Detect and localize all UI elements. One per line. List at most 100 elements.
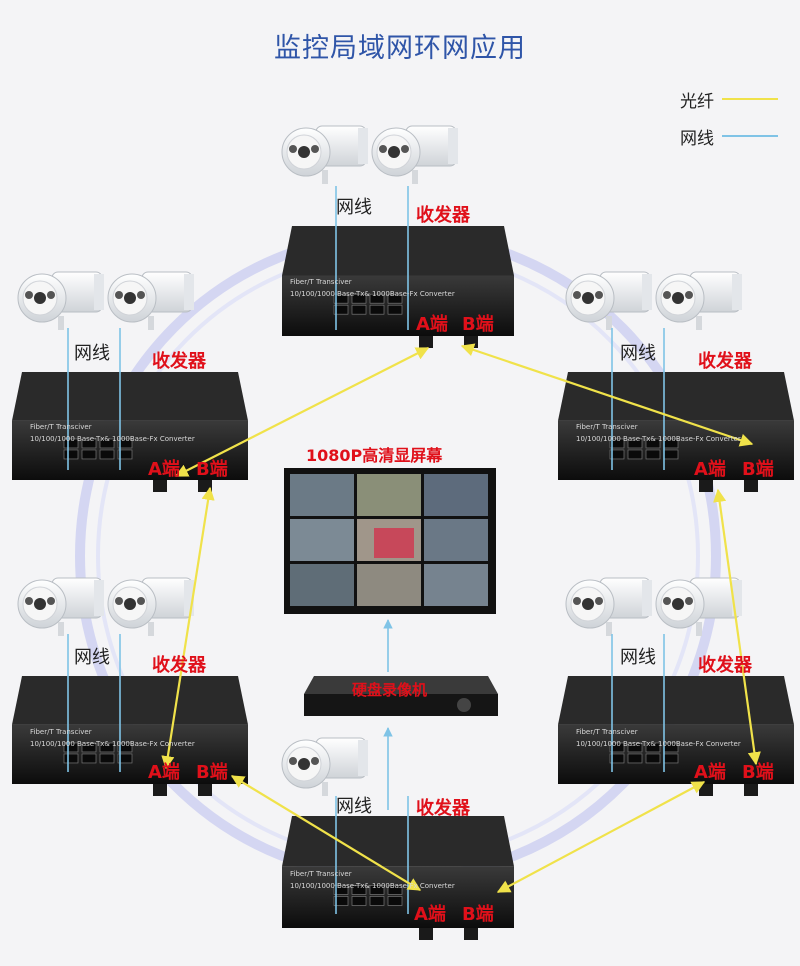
fiber-connector-a [153, 480, 167, 492]
camera-ir-left [663, 291, 671, 299]
rj45-port [117, 753, 133, 764]
nvr-front [304, 694, 498, 716]
camera-hood [94, 274, 104, 310]
camera-ir-left [289, 757, 297, 765]
camera-ir-left [573, 291, 581, 299]
camera-lens [582, 598, 594, 610]
fiber-right-upper-to-right-lower [713, 488, 761, 766]
port-b-label-left-lower: B端 [196, 762, 228, 783]
camera-lens [672, 292, 684, 304]
camera-mount [58, 316, 64, 330]
camera-ir-left [25, 291, 33, 299]
monitor-screen [284, 468, 496, 614]
camera-lens [34, 598, 46, 610]
camera-left-upper-1 [17, 271, 104, 330]
camera-ir-left [25, 597, 33, 605]
camera-left-lower-2 [107, 577, 194, 636]
video-tile [290, 564, 354, 606]
legend-cable-label: 网线 [680, 129, 714, 149]
device-top-spec: 10/100/1000 Base-Tx& 1000Base-Fx Convert… [290, 290, 455, 298]
camera-hood [448, 128, 458, 164]
camera-ir-right [311, 145, 319, 153]
camera-lens [124, 598, 136, 610]
nvr-label: 硬盘录像机 [352, 681, 428, 699]
device-bottom-brand: Fiber/T Transciver [290, 870, 352, 878]
camera-ir-left [115, 291, 123, 299]
camera-ir-right [685, 291, 693, 299]
port-a-label-left-lower: A端 [148, 762, 180, 783]
rj45-port [369, 896, 385, 906]
port-a-label-right-lower: A端 [694, 762, 726, 783]
rj45-port [81, 449, 97, 460]
video-tile [424, 474, 488, 516]
camera-mount [696, 622, 702, 636]
rj45-port [627, 449, 643, 460]
device-left-upper-brand: Fiber/T Transciver [30, 423, 92, 431]
fiber-connector-b [464, 336, 478, 348]
port-b-label-top: B端 [462, 314, 494, 335]
device-top-brand: Fiber/T Transciver [290, 278, 352, 286]
camera-right-lower-2 [655, 577, 742, 636]
camera-left-upper-2 [107, 271, 194, 330]
nvr-top [304, 676, 498, 694]
fiber-connector-a [419, 336, 433, 348]
camera-ir-right [311, 757, 319, 765]
rj45-port [117, 438, 133, 449]
device-left-lower-brand: Fiber/T Transciver [30, 728, 92, 736]
rj45-port [99, 449, 115, 460]
port-b-label-right-lower: B端 [742, 762, 774, 783]
port-b-label-left-upper: B端 [196, 459, 228, 480]
device-right-lower-spec: 10/100/1000 Base-Tx& 1000Base-Fx Convert… [576, 740, 741, 748]
video-tile [424, 519, 488, 561]
device-right-upper-spec: 10/100/1000 Base-Tx& 1000Base-Fx Convert… [576, 435, 741, 443]
wire-label-left-upper: 网线 [74, 343, 110, 364]
transceiver-label-top: 收发器 [416, 205, 470, 226]
fiber-connector-a [699, 784, 713, 796]
rj45-port [627, 742, 643, 753]
camera-hood [358, 740, 368, 776]
transceiver-top-face [558, 676, 794, 725]
video-tile [290, 474, 354, 516]
rj45-port [387, 293, 403, 304]
transceiver-top-face [558, 372, 794, 421]
transceiver-top-face [12, 676, 248, 725]
camera-mount [58, 622, 64, 636]
camera-hood [642, 580, 652, 616]
page-title: 监控局域网环网应用 [274, 33, 526, 64]
rj45-port [387, 304, 403, 315]
device-left-upper-spec: 10/100/1000 Base-Tx& 1000Base-Fx Convert… [30, 435, 195, 443]
rj45-port [387, 896, 403, 906]
camera-lens [582, 292, 594, 304]
nvr-device [304, 676, 498, 716]
camera-ir-right [595, 597, 603, 605]
camera-hood [94, 580, 104, 616]
camera-ir-left [573, 597, 581, 605]
port-a-label-top: A端 [416, 314, 448, 335]
transceiver-top-face [282, 226, 514, 276]
fiber-connector-b [744, 480, 758, 492]
rj45-port [99, 753, 115, 764]
camera-ir-right [595, 291, 603, 299]
fiber-connector-b [198, 784, 212, 796]
rj45-port [81, 438, 97, 449]
camera-ir-left [289, 145, 297, 153]
transceiver-label-left-upper: 收发器 [152, 351, 206, 372]
camera-mount [322, 782, 328, 796]
camera-hood [184, 274, 194, 310]
rj45-port [81, 753, 97, 764]
camera-ir-left [379, 145, 387, 153]
rj45-port [99, 742, 115, 753]
camera-ir-right [401, 145, 409, 153]
wire-label-right-lower: 网线 [620, 647, 656, 668]
camera-mount [606, 316, 612, 330]
camera-right-upper-2 [655, 271, 742, 330]
fiber-top-to-left-upper [174, 347, 430, 477]
rj45-port [645, 449, 661, 460]
rj45-port [645, 742, 661, 753]
rj45-port [609, 449, 625, 460]
camera-mount [696, 316, 702, 330]
nvr-dial [457, 698, 471, 712]
camera-ir-right [47, 291, 55, 299]
camera-mount [148, 316, 154, 330]
